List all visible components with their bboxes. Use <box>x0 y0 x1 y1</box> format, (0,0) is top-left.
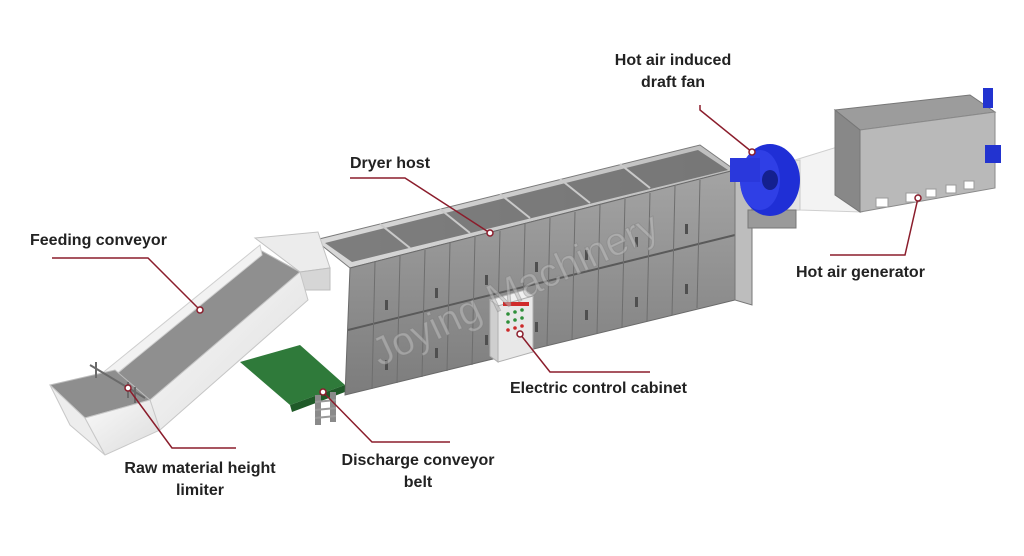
leader-generator <box>830 197 919 256</box>
label-discharge-line2: belt <box>403 474 433 491</box>
leader-lines <box>52 105 922 449</box>
dryer-host <box>313 144 753 396</box>
label-hot-air-fan: Hot air induced draft fan <box>598 50 748 94</box>
label-raw-material-limiter: Raw material height limiter <box>110 458 290 502</box>
hot-air-generator <box>833 88 1001 213</box>
label-hot-air-fan-line1: Hot air induced <box>614 52 732 69</box>
label-hot-air-fan-line2: draft fan <box>641 74 705 91</box>
label-discharge-belt: Discharge conveyor belt <box>328 450 508 494</box>
label-discharge-line1: Discharge conveyor <box>341 452 495 469</box>
label-limiter-line1: Raw material height <box>124 460 276 477</box>
leader-dryer-host <box>350 177 491 234</box>
electric-control-cabinet <box>488 289 535 363</box>
discharge-conveyor <box>240 345 345 425</box>
leader-limiter <box>127 387 236 449</box>
feeding-conveyor <box>99 231 331 431</box>
hot-air-induced-draft-fan <box>730 144 800 229</box>
leader-feeding-conveyor <box>52 257 201 311</box>
leader-cabinet <box>519 333 650 373</box>
label-limiter-line2: limiter <box>175 482 224 499</box>
leader-fan <box>699 105 753 153</box>
leader-discharge <box>322 391 450 443</box>
label-electric-cabinet: Electric control cabinet <box>510 380 687 397</box>
label-hot-air-generator: Hot air generator <box>796 264 925 281</box>
label-dryer-host: Dryer host <box>350 155 431 172</box>
label-feeding-conveyor: Feeding conveyor <box>30 232 167 249</box>
hopper <box>48 362 161 456</box>
